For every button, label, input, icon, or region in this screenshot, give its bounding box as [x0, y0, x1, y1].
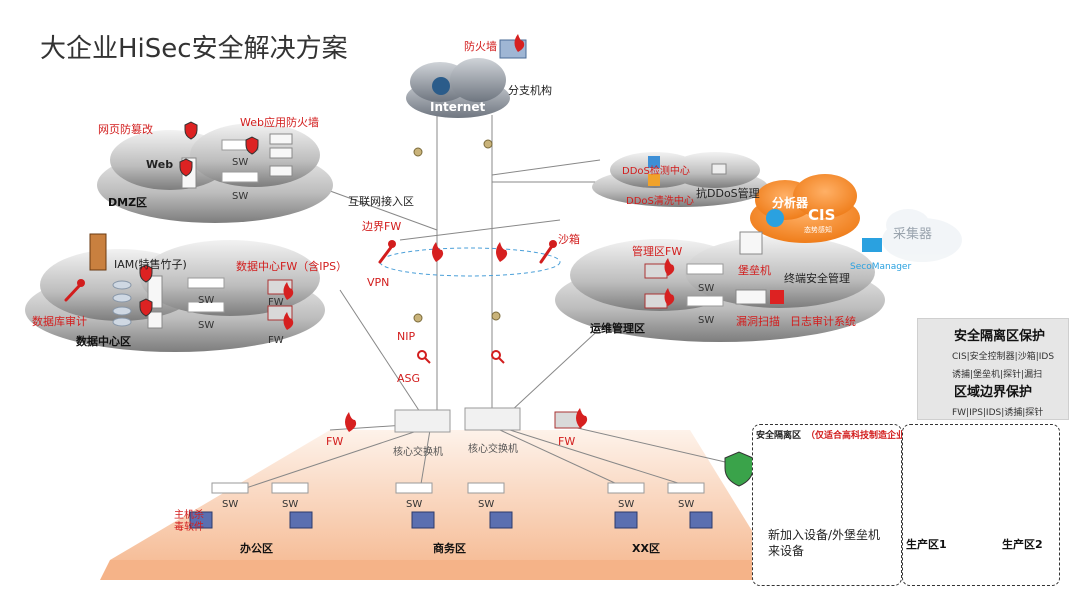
xx-zone-label: XX区: [632, 542, 660, 555]
endpoint-label: 终端安全管理: [784, 272, 850, 285]
bastion-label: 堡垒机: [738, 264, 771, 277]
web-label: Web: [146, 158, 174, 171]
dmz-cloud: [97, 123, 333, 223]
production-zone-1-label: 生产区1: [906, 538, 947, 551]
dc-sw-1: SW: [198, 295, 215, 306]
access-sw-5: SW: [618, 499, 635, 510]
legend-panel: 安全隔离区保护 CIS|安全控制器|沙箱|IDS 诱捕|堡垒机|探针|漏扫 区域…: [917, 318, 1069, 420]
branch-label: 分支机构: [508, 84, 552, 97]
db-audit-pin: [64, 283, 82, 302]
border-fw-pin: [378, 244, 394, 264]
mgmt-fw-label: 管理区FW: [632, 245, 683, 258]
access-sw-1: SW: [222, 499, 239, 510]
flame-border-fw: [432, 242, 444, 262]
new-device-label-2: 来设备: [768, 544, 805, 558]
isolation-note: （仅适合高科技制造企业）: [806, 431, 915, 441]
shield-icon-dmz: [184, 121, 198, 140]
legend-iso-desc-1: CIS|安全控制器|沙箱|IDS: [952, 352, 1055, 362]
access-floor-back: [110, 430, 770, 560]
flame-fw-right: [576, 408, 588, 428]
access-sw-2: SW: [282, 499, 299, 510]
dc-sw-2: SW: [198, 320, 215, 331]
dmz-sw-1: SW: [232, 157, 249, 168]
new-device-label-1: 新加入设备/外堡垒机: [768, 528, 881, 542]
iam-device: [89, 233, 107, 271]
nip-label: NIP: [397, 330, 416, 343]
db-audit-label: 数据库审计: [32, 315, 87, 328]
access-sw-3: SW: [406, 499, 423, 510]
sandbox-pin: [539, 244, 554, 264]
flame-fw-left: [345, 412, 357, 432]
internet-cloud: [406, 58, 510, 118]
iam-label: IAM(特售竹子): [114, 258, 187, 271]
internet-label: Internet: [430, 100, 486, 114]
analyzer-label: 分析器: [772, 196, 809, 210]
ops-sw-2: SW: [698, 315, 715, 326]
production-zone-2-label: 生产区2: [1002, 538, 1043, 551]
cis-sub-label: 态势感知: [804, 226, 832, 234]
isolation-title: 安全隔离区: [756, 431, 802, 441]
ops-cloud: [555, 236, 885, 342]
internet-access-label: 互联网接入区: [348, 195, 414, 208]
access-sw-6: SW: [678, 499, 695, 510]
dc-zone-label: 数据中心区: [76, 335, 131, 348]
seco-label: SecoManager: [850, 262, 912, 272]
legend-border-title: 区域边界保护: [954, 385, 1033, 400]
dmz-sw-2: SW: [232, 191, 249, 202]
log-audit-label: 日志审计系统: [790, 315, 856, 328]
flame-border-fw-2: [496, 242, 508, 262]
waf-label: Web应用防火墙: [240, 116, 319, 129]
core-fw-left-label: FW: [326, 435, 344, 448]
anti-tamper-label: 网页防篡改: [98, 123, 153, 136]
datacenter-cloud: [25, 240, 325, 352]
asg-label: ASG: [397, 372, 421, 385]
dc-fw-2: FW: [268, 335, 284, 346]
sandbox-label: 沙箱: [558, 233, 580, 246]
border-fw-label: 边界FW: [362, 220, 402, 233]
core-switch-1-label: 核心交换机: [393, 447, 443, 458]
office-zone-label: 办公区: [240, 542, 273, 555]
ddos-clean-label: DDoS清洗中心: [626, 196, 694, 207]
firewall-label: 防火墙: [464, 40, 497, 53]
access-sw-4: SW: [478, 499, 495, 510]
vuln-scan-label: 漏洞扫描: [736, 315, 780, 328]
legend-border-desc: FW|IPS|IDS|诱捕|探针: [952, 408, 1044, 418]
legend-iso-desc-2: 诱捕|堡垒机|探针|漏扫: [952, 370, 1043, 380]
cis-label: CIS: [808, 206, 836, 224]
dc-fw-label: 数据中心FW（含IPS）: [236, 260, 348, 273]
core-fw-right-label: FW: [558, 435, 576, 448]
page-title: 大企业HiSec安全解决方案: [40, 34, 348, 64]
vpn-label: VPN: [367, 276, 390, 289]
ops-zone-label: 运维管理区: [590, 322, 645, 335]
core-switch-2-label: 核心交换机: [468, 444, 518, 455]
shield-icon-dmz-2: [179, 158, 193, 177]
vpn-ring: [379, 247, 561, 277]
ddos-detect-label: DDoS检测中心: [622, 166, 690, 177]
collector-cloud: [882, 209, 962, 262]
dmz-zone-label: DMZ区: [108, 196, 148, 209]
isolation-zone: [752, 424, 902, 586]
collector-label: 采集器: [893, 227, 933, 242]
host-av-label: 主机杀毒软件: [174, 510, 204, 533]
dc-fw-1: FW: [268, 297, 284, 308]
business-zone-label: 商务区: [433, 542, 466, 555]
cis-cloud: [750, 174, 860, 243]
ddos-mgmt-label: 抗DDoS管理: [696, 187, 760, 200]
legend-iso-title: 安全隔离区保护: [954, 329, 1046, 344]
access-floor-front: [100, 560, 790, 580]
production-zone: [902, 424, 1060, 586]
shield-green-iso: [724, 451, 754, 487]
ops-sw-1: SW: [698, 283, 715, 294]
